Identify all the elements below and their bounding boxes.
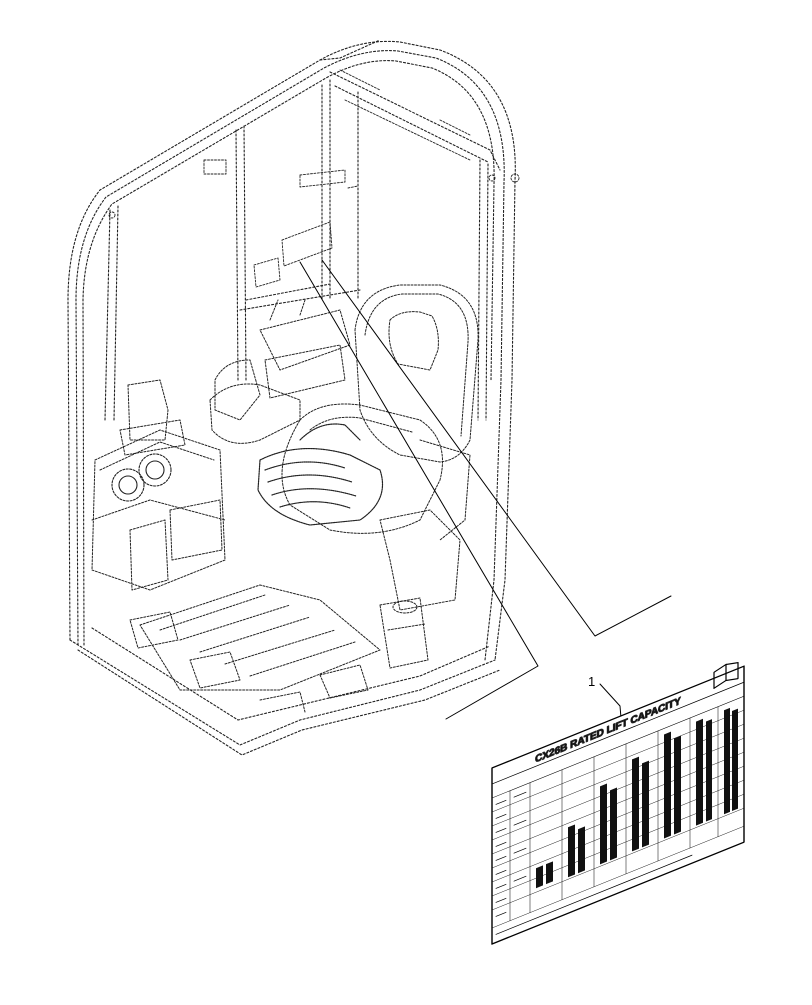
- manual-book-icon: [713, 661, 739, 689]
- seat-harness: [257, 423, 384, 526]
- decal-data-cells: [536, 707, 738, 889]
- control-levers: [214, 299, 351, 421]
- right-control: [379, 597, 429, 669]
- cab-frame: [67, 39, 516, 756]
- floor-details: [129, 584, 381, 713]
- left-console: [91, 379, 226, 591]
- decal: CX26B RATED LIFT CAPACITY: [491, 661, 745, 945]
- operator-seat: [209, 284, 479, 611]
- callout-number: 1: [588, 674, 596, 689]
- console-gauges: [111, 453, 172, 502]
- rear-panel-details: [108, 69, 520, 288]
